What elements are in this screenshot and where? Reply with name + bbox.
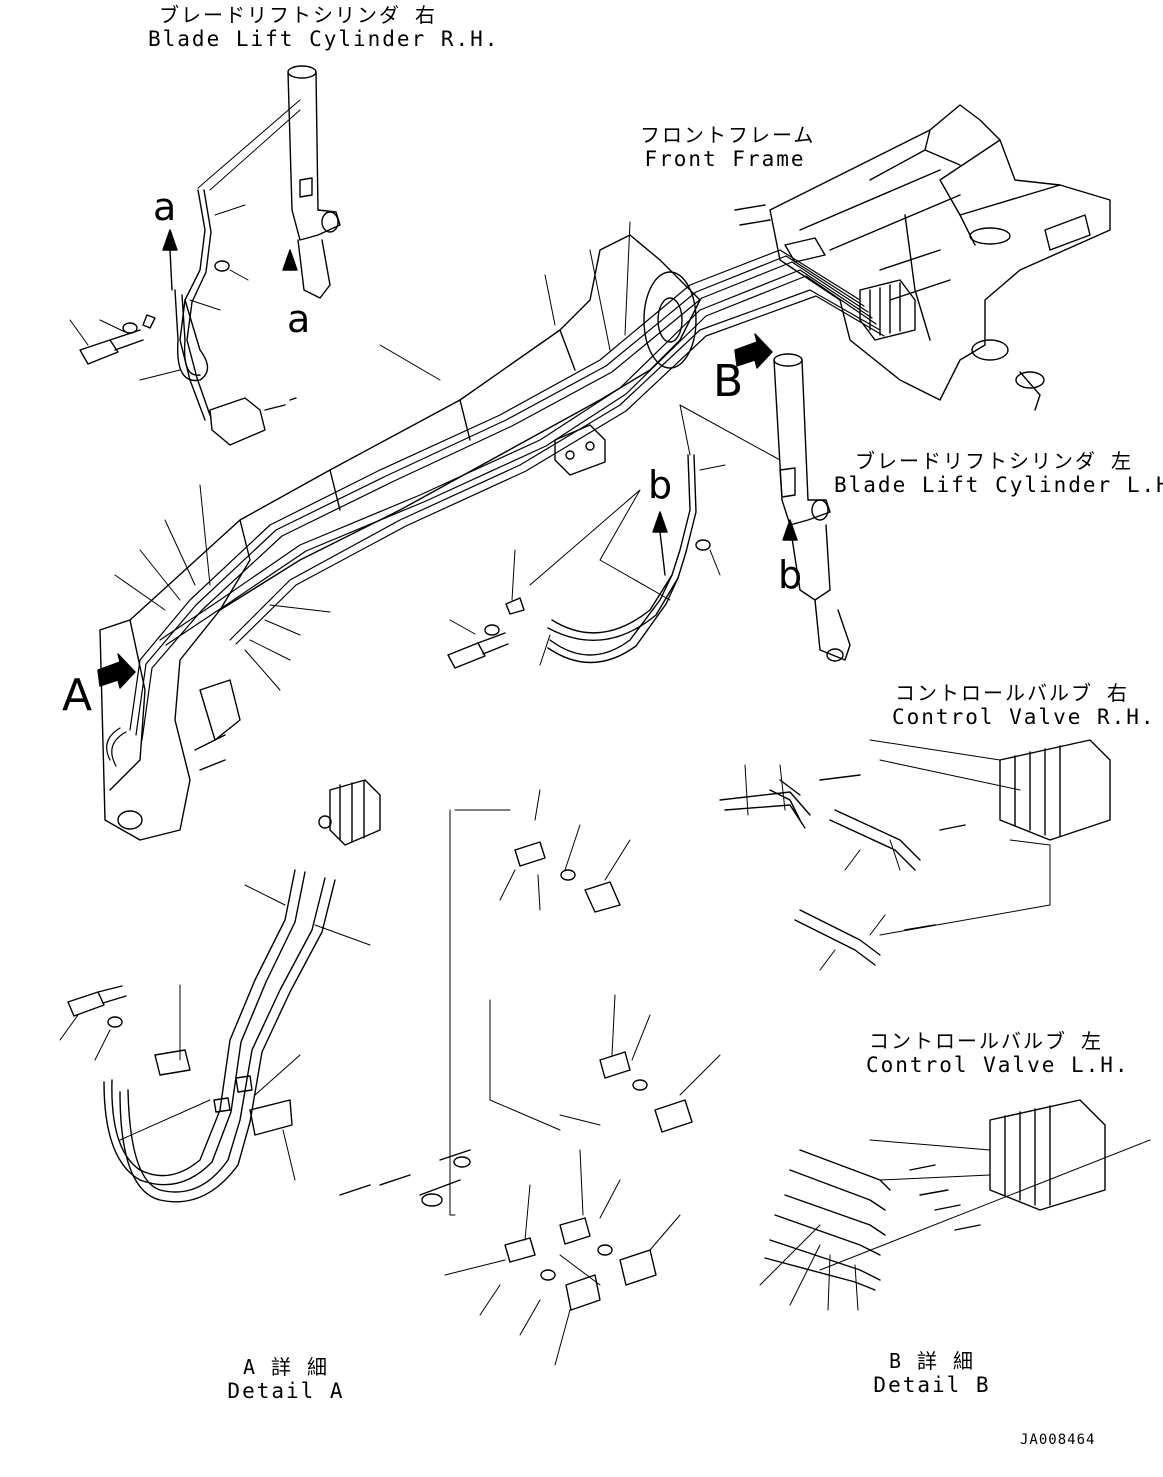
label-detail-b: B 詳 細 Detail B (872, 1349, 992, 1398)
callout-a-left: a (153, 185, 177, 229)
frame-control-valves (784, 237, 916, 341)
label-en: Detail B (873, 1373, 991, 1397)
arrow-a-up (162, 229, 178, 251)
label-blade-lift-cylinder-lh: ブレードリフトシリンダ 左 Blade Lift Cylinder L.H. (834, 449, 1163, 498)
callout-b-right: b (778, 553, 803, 597)
front-frame (734, 104, 1111, 411)
label-control-valve-rh: コントロールバルブ 右 Control Valve R.H. (892, 681, 1156, 730)
blade-lift-cylinder-lh (773, 353, 851, 662)
label-en: Control Valve R.H. (892, 705, 1156, 729)
label-detail-a: A 詳 細 Detail A (226, 1355, 346, 1404)
label-ja: ブレードリフトシリンダ 左 (854, 449, 1134, 473)
leader-lines (59, 99, 1151, 1366)
arrow-b-up (652, 511, 668, 533)
beam-valve-block (554, 424, 606, 476)
label-en: Front Frame (644, 147, 806, 171)
arrow-A (97, 653, 136, 689)
label-blade-lift-cylinder-rh: ブレードリフトシリンダ 右 Blade Lift Cylinder R.H. (148, 3, 500, 52)
label-en: Detail A (227, 1379, 345, 1403)
control-valve-lh (764, 1099, 1106, 1291)
control-valve-rh (719, 739, 1111, 966)
label-ja: B 詳 細 (888, 1349, 976, 1373)
label-ja: ブレードリフトシリンダ 右 (158, 3, 438, 27)
label-en: Blade Lift Cylinder L.H. (834, 473, 1163, 497)
label-front-frame: フロントフレーム Front Frame (640, 123, 816, 172)
rh-cylinder-hoses (79, 189, 297, 446)
callout-b-left: b (648, 463, 673, 507)
label-control-valve-lh: コントロールバルブ 左 Control Valve L.H. (866, 1029, 1130, 1078)
detail-a-assembly (67, 779, 381, 1203)
arrow-b-lh (782, 519, 798, 541)
lh-cylinder-hoses (447, 454, 711, 669)
arrow-B (734, 333, 773, 369)
arrow-a-right (282, 249, 298, 271)
hose-bundle (106, 249, 885, 767)
label-ja: A 詳 細 (242, 1355, 330, 1379)
drawing-code: JA008464 (1020, 1432, 1096, 1448)
label-ja: フロントフレーム (640, 123, 816, 147)
callout-arrows (97, 229, 798, 689)
label-ja: コントロールバルブ 左 (868, 1029, 1104, 1053)
label-en: Control Valve L.H. (866, 1053, 1130, 1077)
blade-lift-cylinder-rh (287, 65, 341, 299)
detail-a-fittings (339, 841, 693, 1311)
label-ja: コントロールバルブ 右 (894, 681, 1130, 705)
callout-B: B (713, 356, 744, 407)
callout-a-right: a (287, 297, 311, 341)
label-en: Blade Lift Cylinder R.H. (148, 27, 500, 51)
callout-A: A (62, 670, 93, 721)
front-frame-beam (99, 234, 701, 841)
